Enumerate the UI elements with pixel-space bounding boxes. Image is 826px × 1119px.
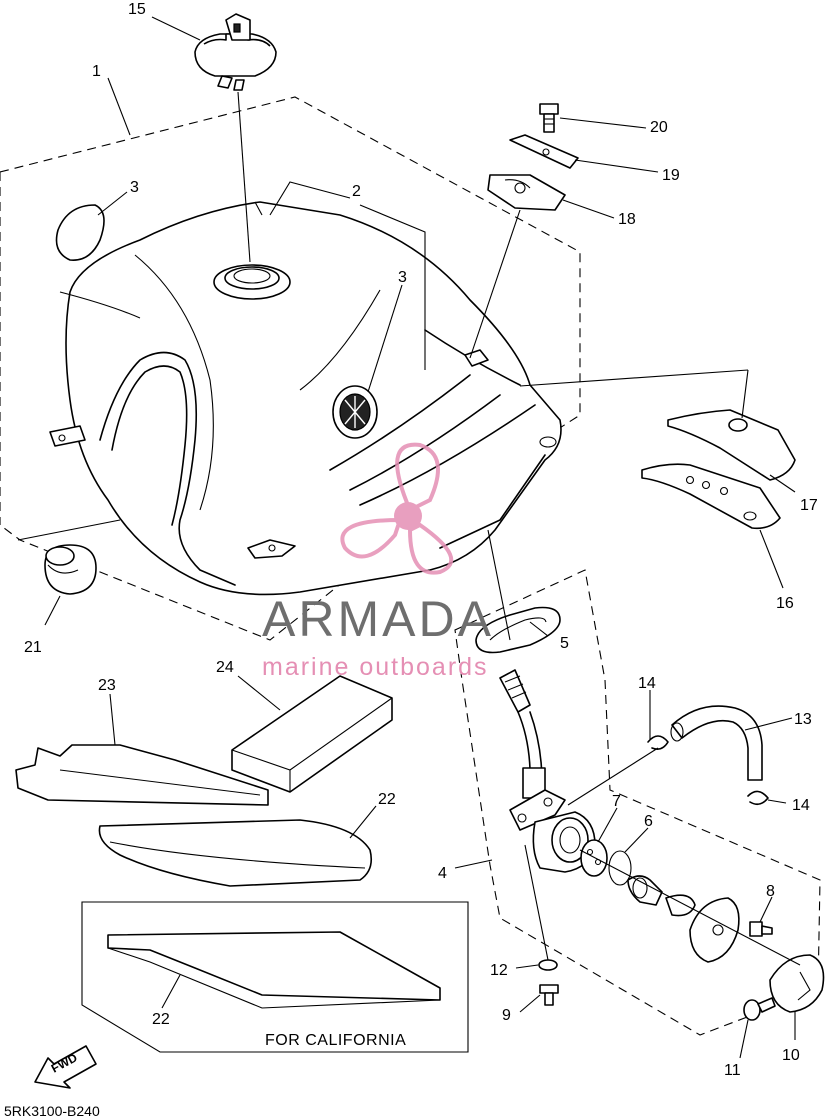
fuel-cock-lever: [769, 954, 825, 1013]
callout-19: 19: [662, 167, 680, 184]
hose-guide-line: [567, 747, 659, 806]
diagram-code: 5RK3100-B240: [4, 1103, 100, 1119]
callout-15: 15: [128, 1, 146, 18]
callout-8: 8: [766, 883, 775, 900]
fuel-cock-gasket: [475, 606, 561, 654]
drain-screw: [539, 984, 559, 1006]
cock-axis-line: [579, 849, 801, 966]
forward-arrow-icon: FWD: [34, 1045, 97, 1089]
armada-watermark: ARMADA marine outboards: [262, 442, 494, 681]
callout-6: 6: [644, 813, 653, 830]
tank-bracket-16: [641, 463, 781, 530]
callout-2: 2: [352, 183, 361, 200]
callout-12: 12: [490, 962, 508, 979]
fuel-tank: [49, 201, 562, 596]
watermark-subtitle: marine outboards: [262, 653, 489, 681]
hose-clip-upper: [647, 735, 669, 750]
leader-lines: [17, 16, 796, 1059]
callout-20: 20: [650, 119, 668, 136]
assembly-boundary-fuel-cock: [454, 569, 821, 1036]
watermark-title: ARMADA: [262, 591, 494, 647]
callout-14a: 14: [638, 675, 656, 692]
callout-10: 10: [782, 1047, 800, 1064]
lever-plate: [689, 897, 740, 963]
callout-5: 5: [560, 635, 569, 652]
callout-18: 18: [618, 211, 636, 228]
callout-14b: 14: [792, 797, 810, 814]
callout-17: 17: [800, 497, 818, 514]
pad-22-california: [107, 931, 441, 1009]
fuel-cock-disk: [580, 839, 608, 877]
fuel-cap-axis-line: [237, 91, 251, 263]
callout-3b: 3: [398, 269, 407, 286]
pad-22: [98, 819, 373, 887]
california-note: FOR CALIFORNIA: [265, 1032, 406, 1049]
callout-9: 9: [502, 1007, 511, 1024]
screw-11: [743, 997, 776, 1021]
callout-24: 24: [216, 659, 234, 676]
o-ring: [608, 850, 632, 886]
damper: [487, 174, 566, 211]
bracket-guide-line: [519, 369, 749, 387]
bracket-guide-line-2: [741, 369, 749, 419]
valve-spindle: [627, 875, 696, 917]
washer: [538, 959, 558, 971]
callout-1: 1: [92, 63, 101, 80]
callout-23: 23: [98, 677, 116, 694]
callout-7: 7: [612, 793, 621, 810]
fuel-cock: [499, 669, 596, 961]
bracket-plate: [509, 134, 579, 169]
callout-3a: 3: [130, 179, 139, 196]
callout-16: 16: [776, 595, 794, 612]
fuel-hose: [670, 705, 763, 781]
callout-22a: 22: [378, 791, 396, 808]
callout-13: 13: [794, 711, 812, 728]
grommet: [44, 544, 97, 595]
bolt-upper: [539, 103, 559, 133]
callout-4: 4: [438, 865, 447, 882]
gasket-axis-line: [487, 529, 511, 641]
callout-21: 21: [24, 639, 42, 656]
callout-22b: 22: [152, 1011, 170, 1028]
tank-bracket-17: [667, 409, 796, 481]
screw-8: [749, 921, 773, 937]
callout-11: 11: [724, 1062, 741, 1079]
seal-gasket: [55, 204, 105, 261]
pad-24: [231, 675, 393, 793]
damper-axis-line: [469, 209, 521, 359]
fuel-cap: [194, 13, 277, 91]
propeller-logo-icon: [340, 442, 454, 575]
callout-numbers: 1 2 3 3 4 5 6 7 8 9 10 11 12 13 14 14 15…: [24, 1, 818, 1079]
assembly-boundary-california: [81, 901, 469, 1053]
hose-clip-lower: [747, 790, 769, 806]
pad-23: [15, 744, 269, 806]
